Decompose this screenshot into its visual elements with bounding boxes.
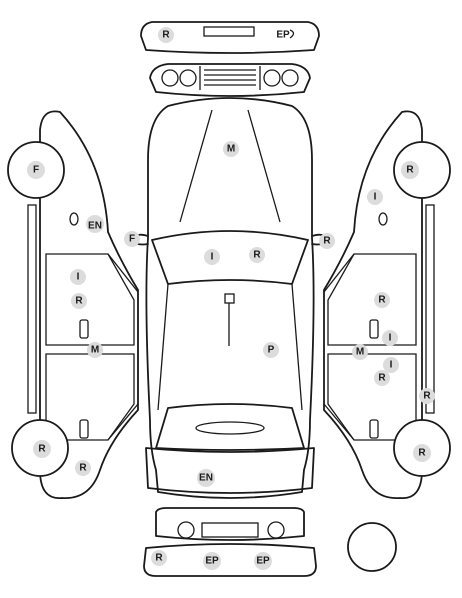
badge-right-door-i2[interactable]: I [383, 357, 399, 373]
badge-right-door-i1[interactable]: I [382, 330, 398, 346]
badge-left-front-wheel-f[interactable]: F [27, 161, 45, 179]
front-grille[interactable] [149, 63, 311, 97]
badge-front-bumper-r[interactable]: R [158, 27, 174, 43]
badge-label: R [323, 236, 331, 247]
badge-label: I [374, 192, 377, 203]
spare-tire[interactable] [347, 522, 397, 572]
badge-roof-m[interactable]: M [223, 141, 239, 157]
badge-label: R [253, 250, 261, 261]
badge-rear-bumper-r[interactable]: R [151, 550, 167, 566]
badge-label: I [77, 272, 80, 283]
badge-label: R [155, 553, 163, 564]
badge-label: R [378, 373, 386, 384]
badge-label: R [418, 448, 426, 459]
badge-label: R [79, 463, 87, 474]
badge-right-mirror-r[interactable]: R [319, 233, 335, 249]
badge-label: R [378, 295, 386, 306]
badge-label: EP [256, 556, 270, 567]
rear-bumper[interactable] [143, 543, 317, 577]
front-bumper[interactable] [140, 21, 320, 54]
badge-right-door-r[interactable]: R [374, 292, 390, 308]
badge-windshield-i[interactable]: I [204, 249, 220, 265]
rear-lights[interactable] [155, 507, 305, 541]
badge-label: R [162, 30, 170, 41]
badge-label: P [268, 345, 275, 356]
right-side-view[interactable] [323, 110, 435, 499]
badge-label: F [33, 165, 39, 176]
left-side-view[interactable] [27, 110, 139, 499]
badge-label: I [211, 252, 214, 263]
badge-label: F [129, 234, 135, 245]
badge-left-bottom-r[interactable]: R [75, 460, 91, 476]
badge-left-en[interactable]: EN [86, 215, 104, 233]
badge-right-rear-wheel-r[interactable]: R [413, 444, 431, 462]
badge-left-door-r[interactable]: R [71, 293, 87, 309]
badge-label: R [75, 296, 83, 307]
badge-left-mirror-f[interactable]: F [124, 231, 140, 247]
badge-windshield-r[interactable]: R [249, 247, 265, 263]
badge-label: EN [88, 221, 102, 232]
badge-label: M [91, 345, 99, 356]
right-front-wheel[interactable] [393, 141, 451, 199]
badge-right-door-r2[interactable]: R [374, 370, 390, 386]
badge-rear-bumper-ep1[interactable]: EP [203, 552, 221, 570]
badge-label: I [390, 360, 393, 371]
badge-right-m[interactable]: M [352, 344, 368, 360]
badge-left-m[interactable]: M [87, 342, 103, 358]
badge-right-fender-r[interactable]: R [419, 388, 435, 404]
badge-label: EP [205, 556, 219, 567]
badge-label: R [38, 444, 46, 455]
badge-right-i[interactable]: I [367, 189, 383, 205]
badge-label: R [406, 165, 414, 176]
car-body-top[interactable] [145, 97, 315, 499]
badge-left-door-i[interactable]: I [70, 269, 86, 285]
badge-left-rear-wheel-r[interactable]: R [33, 440, 51, 458]
badge-hood-p[interactable]: P [263, 342, 279, 358]
badge-label: EN [199, 473, 213, 484]
badge-rear-en[interactable]: EN [197, 469, 215, 487]
badge-label: M [227, 144, 235, 155]
badge-label: R [423, 391, 431, 402]
badge-right-front-wheel-r[interactable]: R [401, 161, 419, 179]
badge-label: I [389, 333, 392, 344]
badge-rear-bumper-ep2[interactable]: EP [254, 552, 272, 570]
badge-label: M [356, 347, 364, 358]
badge-front-bumper-ep[interactable]: EP [276, 30, 290, 41]
